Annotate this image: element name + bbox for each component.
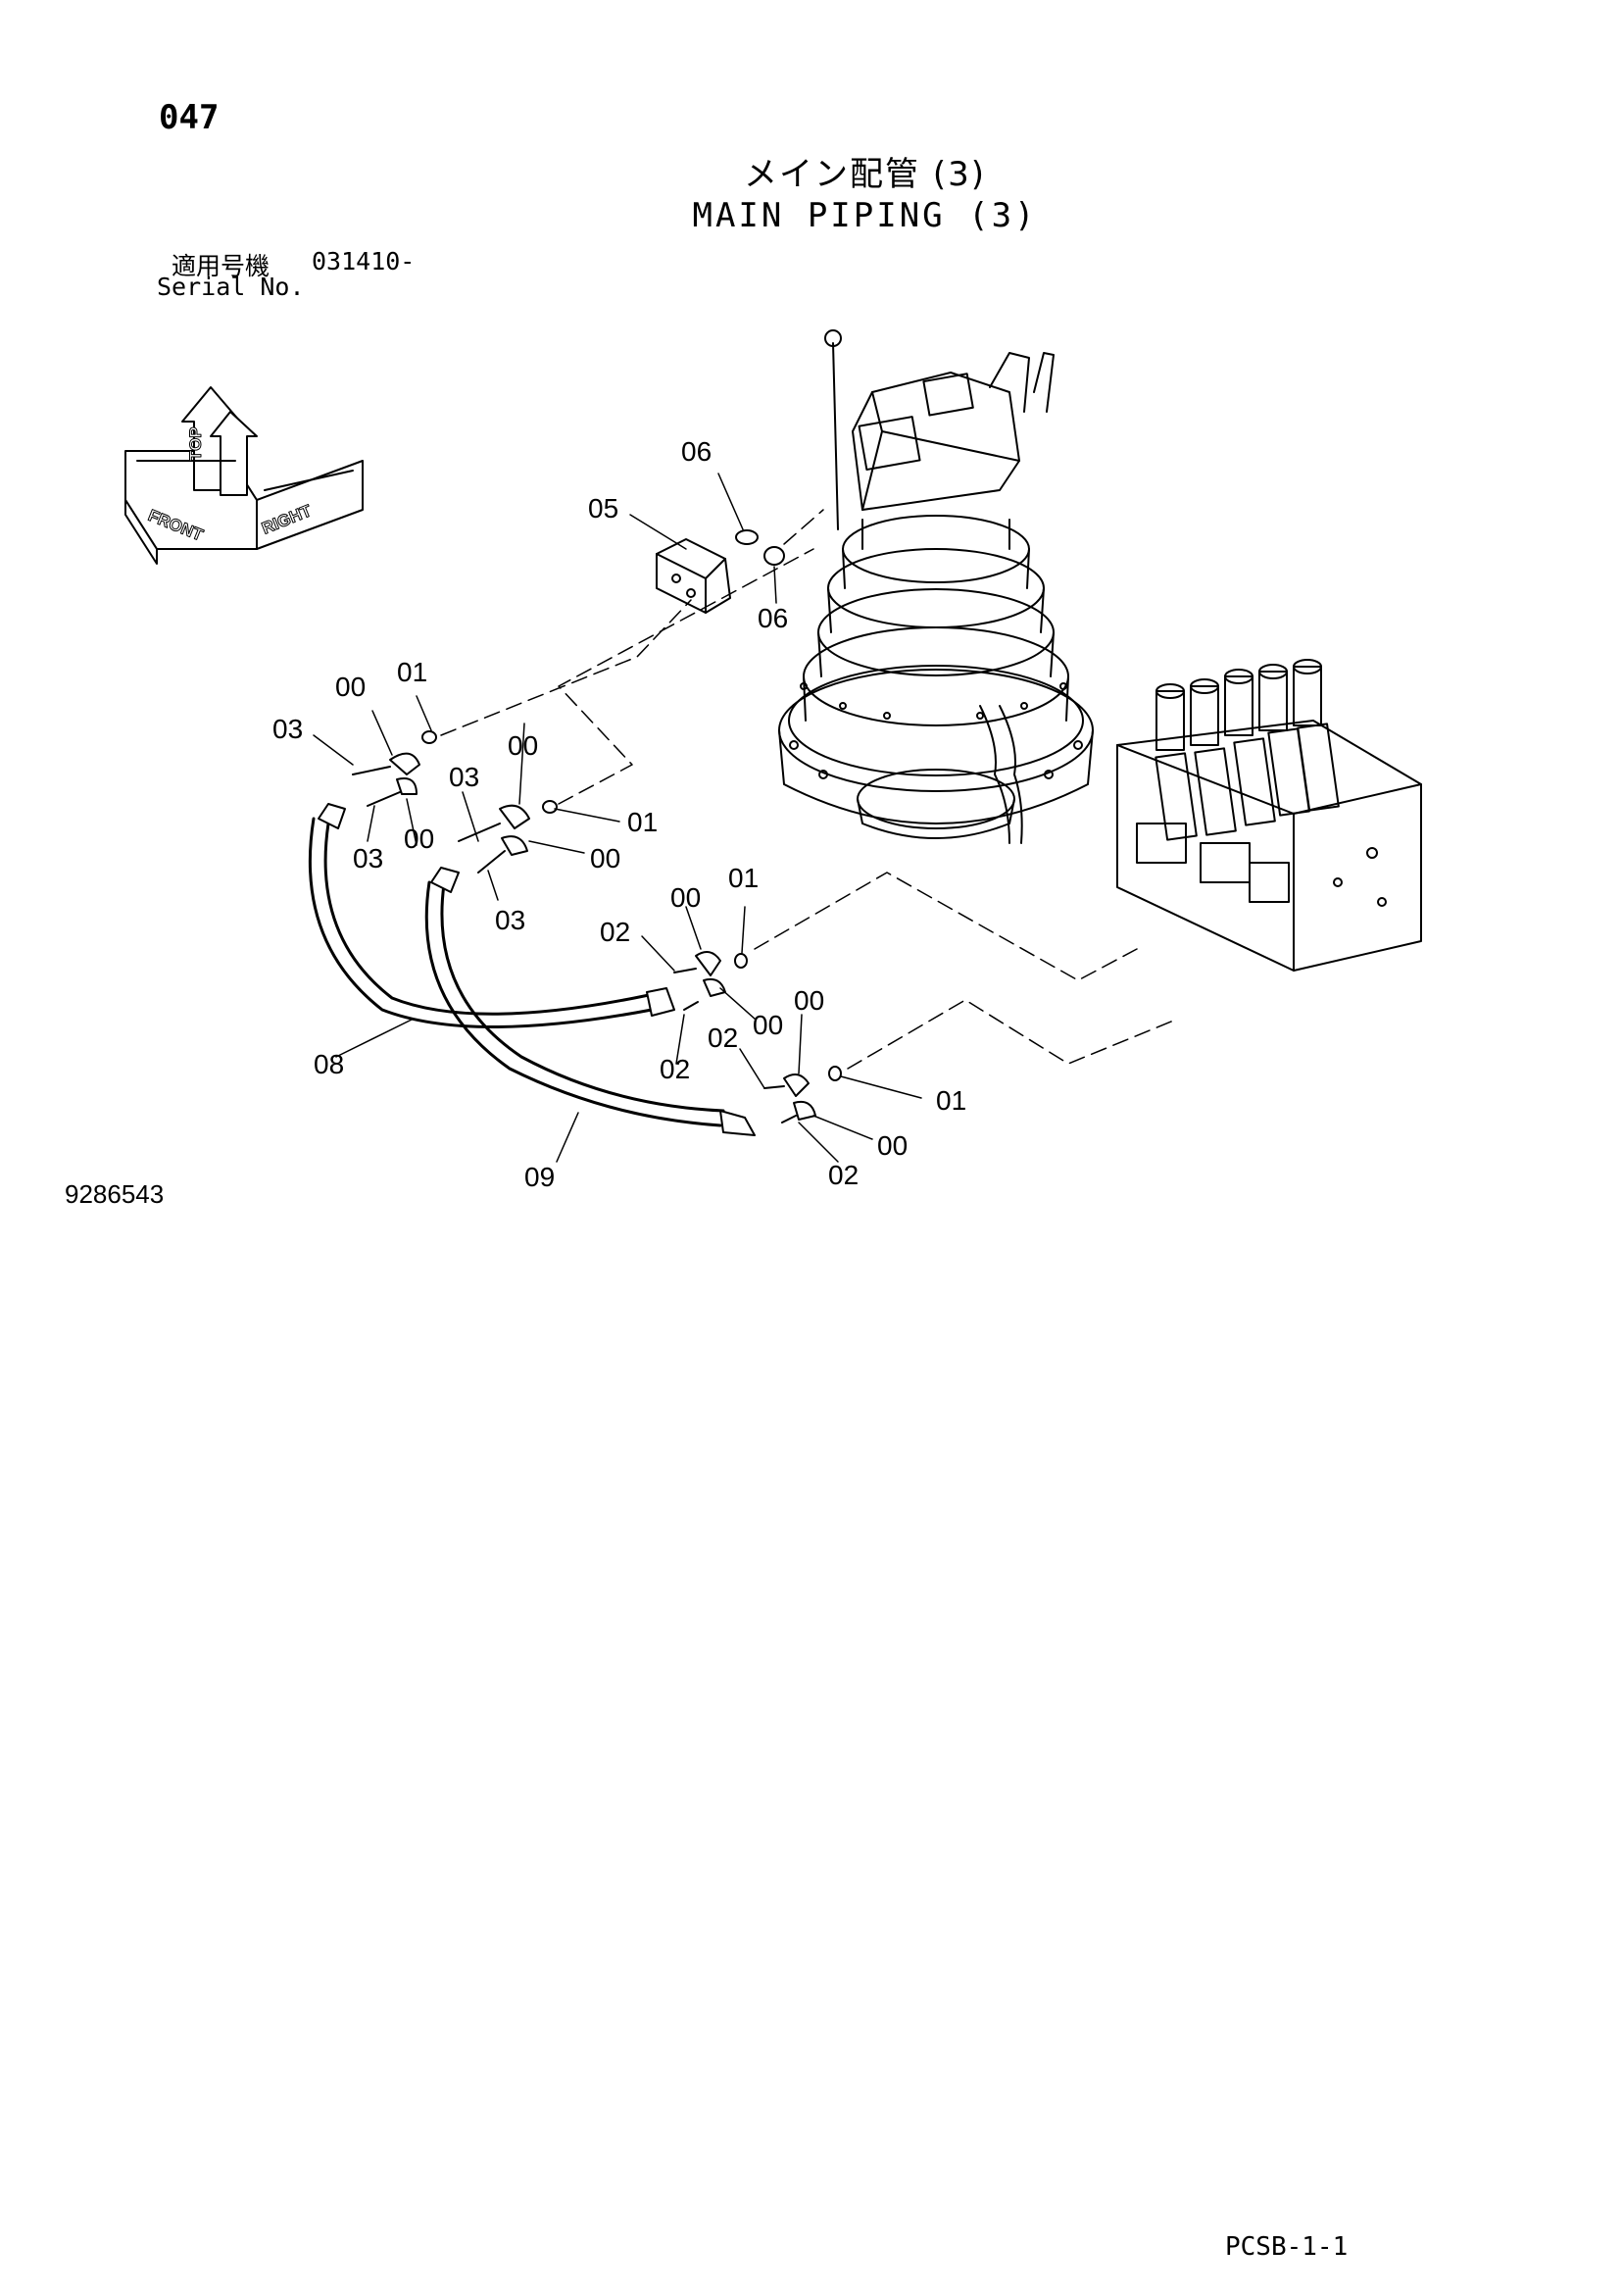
parts-diagram: FRONT TOP RIGHT: [124, 329, 1422, 1192]
callout-05-manifold: 05: [588, 493, 618, 524]
footer-code: PCSB-1-1: [1225, 2232, 1349, 2262]
manifold-block: [656, 529, 785, 614]
drawing-number: 9286543: [65, 1179, 165, 1209]
flange-halves-and-bolts: [352, 730, 842, 1123]
control-valve-assembly: [1116, 659, 1422, 972]
callout-00-flange: 00: [753, 1010, 783, 1040]
callout-06-oring-top: 06: [681, 436, 712, 467]
callout-06-oring-bottom: 06: [758, 603, 788, 633]
callout-00-flange: 00: [877, 1130, 908, 1161]
callout-00-flange: 00: [670, 882, 701, 913]
callout-03-bolt: 03: [495, 905, 525, 935]
hose-08: [308, 803, 675, 1028]
callout-08-hose: 08: [314, 1049, 344, 1079]
callout-01-oring: 01: [397, 657, 427, 687]
callout-00-flange: 00: [794, 985, 824, 1016]
callout-00-flange: 00: [404, 824, 434, 854]
callout-01-oring: 01: [936, 1085, 966, 1116]
callout-02-bolt: 02: [828, 1160, 859, 1190]
callout-09-hose: 09: [524, 1162, 555, 1192]
callout-labels: 06 05 06 00 01 03 03 00 00 03 01 00 03 0…: [272, 436, 966, 1192]
callout-00-flange: 00: [335, 672, 366, 702]
serial-number-range: 031410-: [312, 247, 416, 275]
direction-label-top: TOP: [186, 426, 205, 461]
callout-01-oring: 01: [627, 807, 658, 837]
leader-lines: [313, 473, 922, 1163]
callout-00-flange: 00: [508, 730, 538, 761]
callout-02-bolt: 02: [708, 1023, 738, 1053]
hose-09: [424, 867, 756, 1136]
callout-02-bolt: 02: [600, 917, 630, 947]
callout-02-bolt: 02: [660, 1054, 690, 1084]
callout-03-bolt: 03: [449, 762, 479, 792]
callout-00-flange: 00: [590, 843, 620, 873]
serial-label-english: Serial No.: [157, 273, 305, 301]
routing-lines: [440, 509, 1177, 1070]
callout-03-bolt: 03: [353, 843, 383, 873]
title-english: MAIN PIPING (3): [692, 196, 1038, 235]
callout-03-bolt: 03: [272, 714, 303, 744]
page-number: 047: [159, 98, 220, 137]
orientation-icon: FRONT TOP RIGHT: [124, 386, 364, 565]
callout-01-oring: 01: [728, 863, 759, 893]
swing-motor-assembly: [778, 329, 1094, 844]
serial-label-japanese: 適用号機: [172, 252, 270, 280]
title-japanese: メイン配管 (3): [744, 155, 986, 194]
